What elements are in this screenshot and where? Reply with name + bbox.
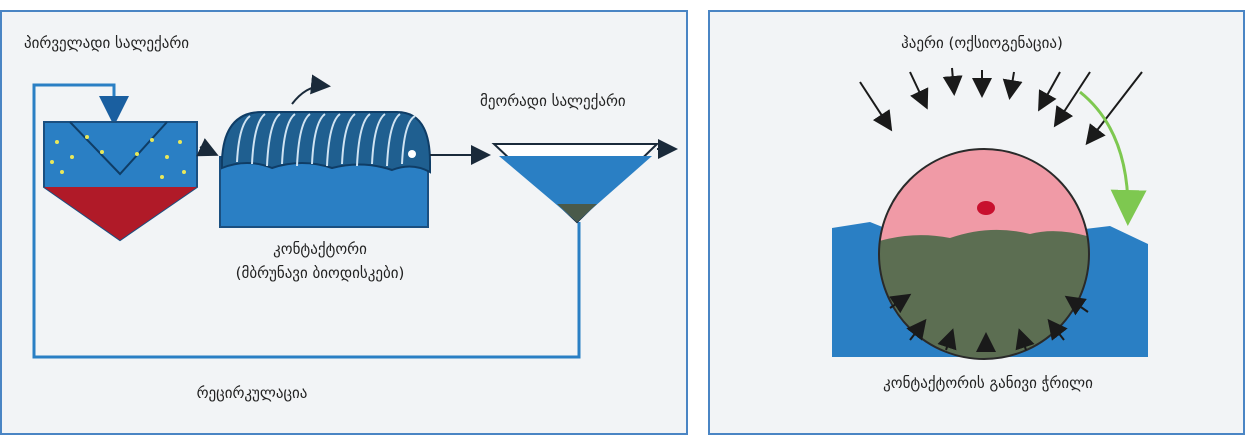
cross-section-panel: ჰაერი (ოქსიოგენაცია) კონტაქტორის განივი … [708,10,1245,435]
contactor-label: კონტაქტორი [273,240,367,258]
process-flow-panel: პირველადი სალექარი მეორადი სალექარი კონტ… [0,10,688,435]
secondary-clarifier-tank [491,139,678,224]
cropped-heading-fragment [395,0,1245,4]
substrate-arrows [889,293,1089,352]
process-flow-drawing [32,74,678,359]
rotating-contactor [219,74,431,228]
primary-clarifier-tank [43,121,198,242]
air-label: ჰაერი (ოქსიოგენაცია) [901,34,1063,52]
cross-section-label: კონტაქტორის განივი ჭრილი [883,374,1093,392]
contactor-sublabel: (მბრუნავი ბიოდისკები) [235,264,405,282]
primary-clarifier-label: პირველადი სალექარი [24,34,190,52]
recirculation-line [32,83,581,359]
rotation-arrow [1079,90,1147,226]
secondary-clarifier-label: მეორადი სალექარი [480,92,626,110]
recirculation-label: რეცირკულაცია [196,384,308,402]
rotating-disc [878,148,1090,360]
cross-section-drawing [832,67,1148,360]
air-arrows [859,67,1143,146]
